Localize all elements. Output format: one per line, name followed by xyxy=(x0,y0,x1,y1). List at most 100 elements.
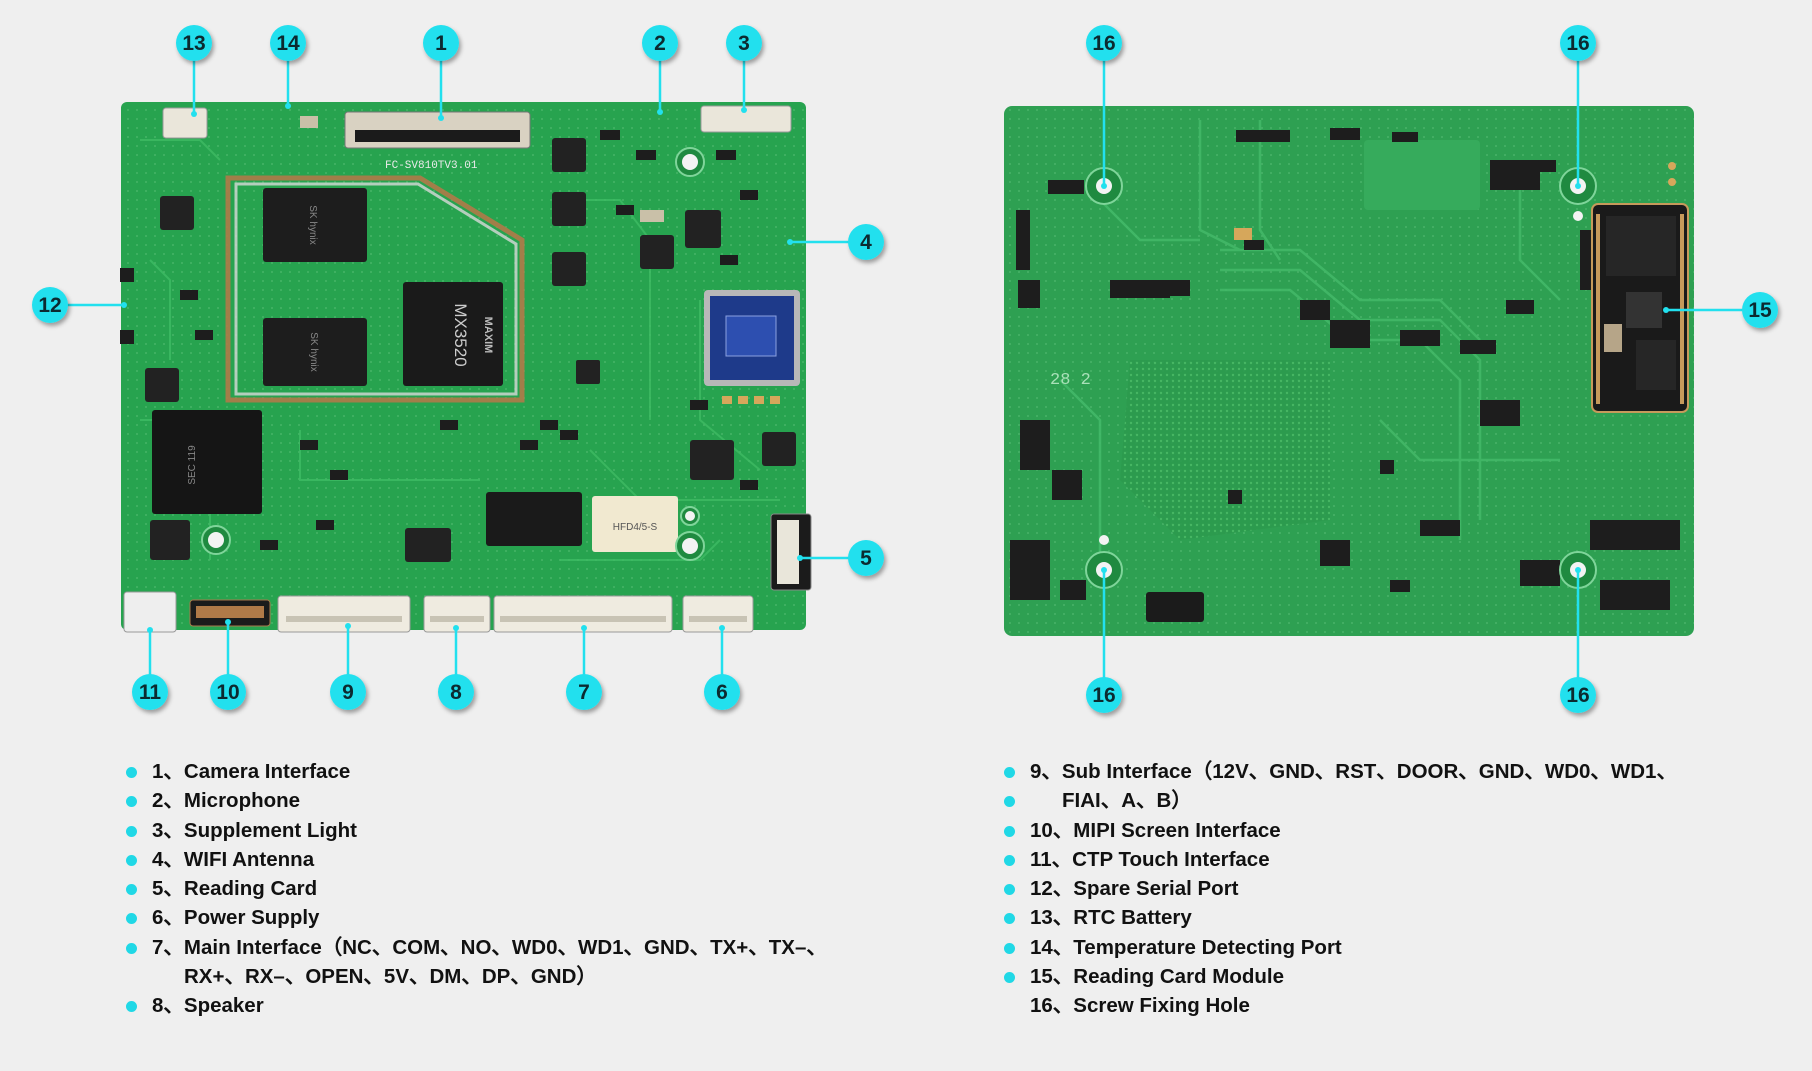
bullet-dot xyxy=(126,913,137,925)
legend-text: 13、RTC Battery xyxy=(1030,906,1192,930)
callout-6-label: 6 xyxy=(716,681,728,704)
callout-15 xyxy=(1742,292,1778,328)
bullet-dot xyxy=(1004,854,1015,866)
legend-item: 1、Camera Interface xyxy=(126,757,827,786)
legend-item: 12、Spare Serial Port xyxy=(1004,874,1677,903)
bullet-dot xyxy=(126,1001,137,1013)
callout-3-label: 3 xyxy=(738,32,750,55)
bullet-dot xyxy=(1004,942,1015,954)
callout-11-label: 11 xyxy=(139,681,162,704)
legend-text: 8、Speaker xyxy=(152,994,264,1018)
rtc-connector xyxy=(162,107,208,139)
bullet-dot xyxy=(1004,972,1015,984)
callout-11 xyxy=(132,674,168,710)
back-crystal xyxy=(1146,592,1204,622)
back-silk-text: 28 2 xyxy=(1050,371,1091,390)
legend-text: 15、Reading Card Module xyxy=(1030,965,1285,989)
callout-10 xyxy=(210,674,246,710)
callout-13 xyxy=(176,25,212,61)
bullet-dot xyxy=(1004,796,1015,808)
legend-left: 1、Camera Interface 2、Microphone 3、Supple… xyxy=(126,757,827,1021)
light-connector xyxy=(700,105,792,133)
legend-text: 9、Sub Interface（12V、GND、RST、DOOR、GND、WD0… xyxy=(1030,760,1677,783)
legend-text: FIAI、A、B） xyxy=(1062,789,1192,813)
bullet-dot xyxy=(1004,884,1015,896)
legend-item: 3、Supplement Light xyxy=(126,816,827,845)
callout-14 xyxy=(270,25,306,61)
legend-item: 7、Main Interface（NC、COM、NO、WD0、WD1、GND、T… xyxy=(126,933,827,962)
callout-7 xyxy=(566,674,602,710)
legend-text: 3、Supplement Light xyxy=(152,818,357,842)
back-board: 28 2 xyxy=(1004,106,1694,636)
legend-item: 10、MIPI Screen Interface xyxy=(1004,816,1677,845)
callout-13-label: 13 xyxy=(182,32,205,55)
emmc-brand: SEC 119 xyxy=(187,445,198,485)
callout-5-label: 5 xyxy=(860,547,872,570)
bullet-dot xyxy=(1004,825,1015,837)
legend-item: 11、CTP Touch Interface xyxy=(1004,845,1677,874)
bullet-dot xyxy=(1004,913,1015,925)
bullet-dot xyxy=(126,796,137,808)
callout-16c-label: 16 xyxy=(1092,684,1115,707)
callout-15-label: 15 xyxy=(1748,299,1772,322)
ram-chip-1 xyxy=(263,188,367,262)
legend-text: RX+、RX–、OPEN、5V、DM、DP、GND） xyxy=(184,965,597,989)
callout-4 xyxy=(848,224,884,260)
board-diagram: FC-SV810TV3.01 SK hynix SK hynix MAXIM M… xyxy=(32,25,1778,713)
callout-5 xyxy=(848,540,884,576)
ram-chip-2 xyxy=(263,318,367,386)
callout-1-label: 1 xyxy=(435,32,447,55)
legend-item: 9、Sub Interface（12V、GND、RST、DOOR、GND、WD0… xyxy=(1004,757,1677,786)
callout-8-label: 8 xyxy=(450,681,462,704)
sub-connector xyxy=(277,595,411,633)
callout-2-label: 2 xyxy=(654,32,666,55)
legend-text: 14、Temperature Detecting Port xyxy=(1030,935,1342,959)
legend-item: 4、WIFI Antenna xyxy=(126,845,827,874)
callout-12 xyxy=(32,287,68,323)
callout-4-label: 4 xyxy=(860,231,872,254)
bullet-dot xyxy=(126,942,137,954)
callout-16b-label: 16 xyxy=(1566,32,1589,55)
bullet-dot xyxy=(126,767,137,778)
relay-label: HFD4/5-S xyxy=(613,522,658,533)
callout-6 xyxy=(704,674,740,710)
emmc-chip xyxy=(152,410,262,514)
bullet-dot xyxy=(126,854,137,866)
front-board: FC-SV810TV3.01 SK hynix SK hynix MAXIM M… xyxy=(120,102,812,633)
bullet-dot xyxy=(126,825,137,837)
legend-text: 2、Microphone xyxy=(152,789,301,813)
soc-model: MX3520 xyxy=(451,303,470,366)
soc-brand: MAXIM xyxy=(482,317,494,354)
callout-12-label: 12 xyxy=(38,294,61,317)
legend-text: 4、WIFI Antenna xyxy=(152,847,315,871)
legend-item-continuation: FIAI、A、B） xyxy=(1004,786,1677,815)
legend-item: 13、RTC Battery xyxy=(1004,903,1677,932)
legend-item-continuation: RX+、RX–、OPEN、5V、DM、DP、GND） xyxy=(126,962,827,991)
legend-text: 7、Main Interface（NC、COM、NO、WD0、WD1、GND、T… xyxy=(152,935,827,959)
legend-item: 2、Microphone xyxy=(126,786,827,815)
legend-item: 15、Reading Card Module xyxy=(1004,962,1677,991)
callout-16-top-left xyxy=(1086,25,1122,61)
callout-3 xyxy=(726,25,762,61)
legend-text: 5、Reading Card xyxy=(152,877,318,901)
callout-2 xyxy=(642,25,678,61)
ctp-connector xyxy=(123,591,177,633)
ground-plane xyxy=(1120,360,1330,540)
legend-text: 16、Screw Fixing Hole xyxy=(1030,994,1250,1018)
legend-item: 14、Temperature Detecting Port xyxy=(1004,933,1677,962)
legend-text: 1、Camera Interface xyxy=(152,760,351,783)
callout-14-label: 14 xyxy=(276,32,300,55)
legend-item: 16、Screw Fixing Hole xyxy=(1004,991,1677,1020)
ram-brand-1: SK hynix xyxy=(307,205,318,244)
callout-16-top-right xyxy=(1560,25,1596,61)
bullet-dot xyxy=(1004,767,1015,778)
legend-text: 10、MIPI Screen Interface xyxy=(1030,818,1281,842)
main-soc xyxy=(403,282,503,386)
fpc-label: FC-SV810TV3.01 xyxy=(385,160,478,172)
relay xyxy=(592,496,678,552)
legend-item: 8、Speaker xyxy=(126,991,827,1020)
callout-8 xyxy=(438,674,474,710)
legend-text: 6、Power Supply xyxy=(152,906,320,930)
callout-16-bottom-right xyxy=(1560,677,1596,713)
legend-text: 11、CTP Touch Interface xyxy=(1030,847,1270,871)
